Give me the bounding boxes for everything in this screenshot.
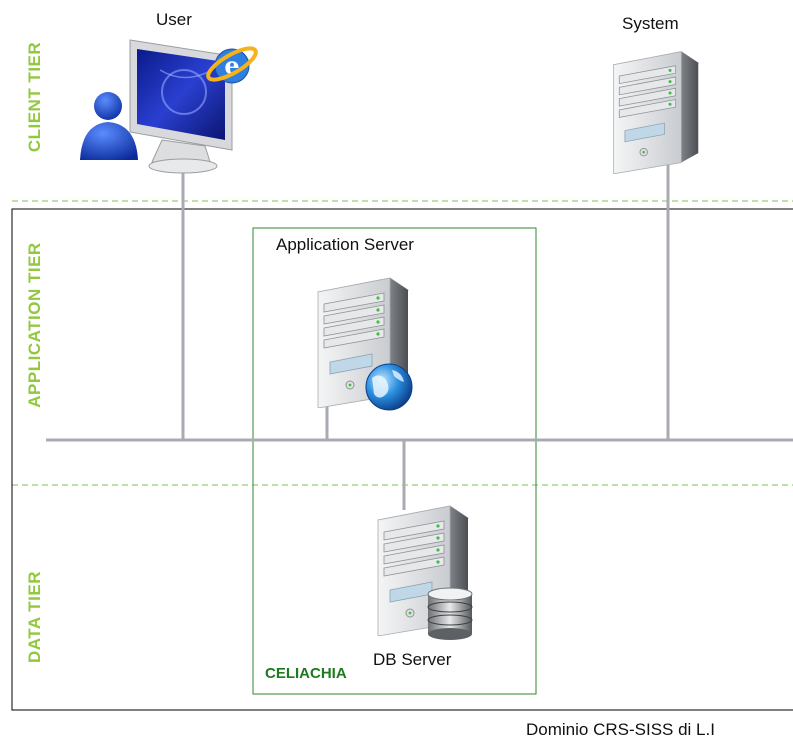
application-server-label: Application Server: [276, 235, 414, 254]
db-server-label: DB Server: [373, 650, 452, 669]
system-server-icon: [613, 51, 699, 174]
data-tier-label: DATA TIER: [25, 571, 44, 664]
system-label: System: [622, 14, 679, 33]
celiachia-group-label: CELIACHIA: [265, 665, 347, 682]
celiachia-group-box: [252, 227, 537, 695]
database-icon: [427, 587, 473, 640]
application-server-icon: [317, 277, 413, 411]
domain-boundary: [11, 208, 793, 711]
db-server-icon: [377, 505, 473, 640]
client-tier-label: CLIENT TIER: [25, 41, 44, 153]
user-label: User: [156, 10, 192, 29]
application-tier-label: APPLICATION TIER: [25, 242, 44, 408]
user-workstation-icon: e: [80, 39, 258, 174]
domain-footer-label: Dominio CRS-SISS di L.I: [526, 720, 715, 739]
network-lines: [46, 165, 793, 510]
